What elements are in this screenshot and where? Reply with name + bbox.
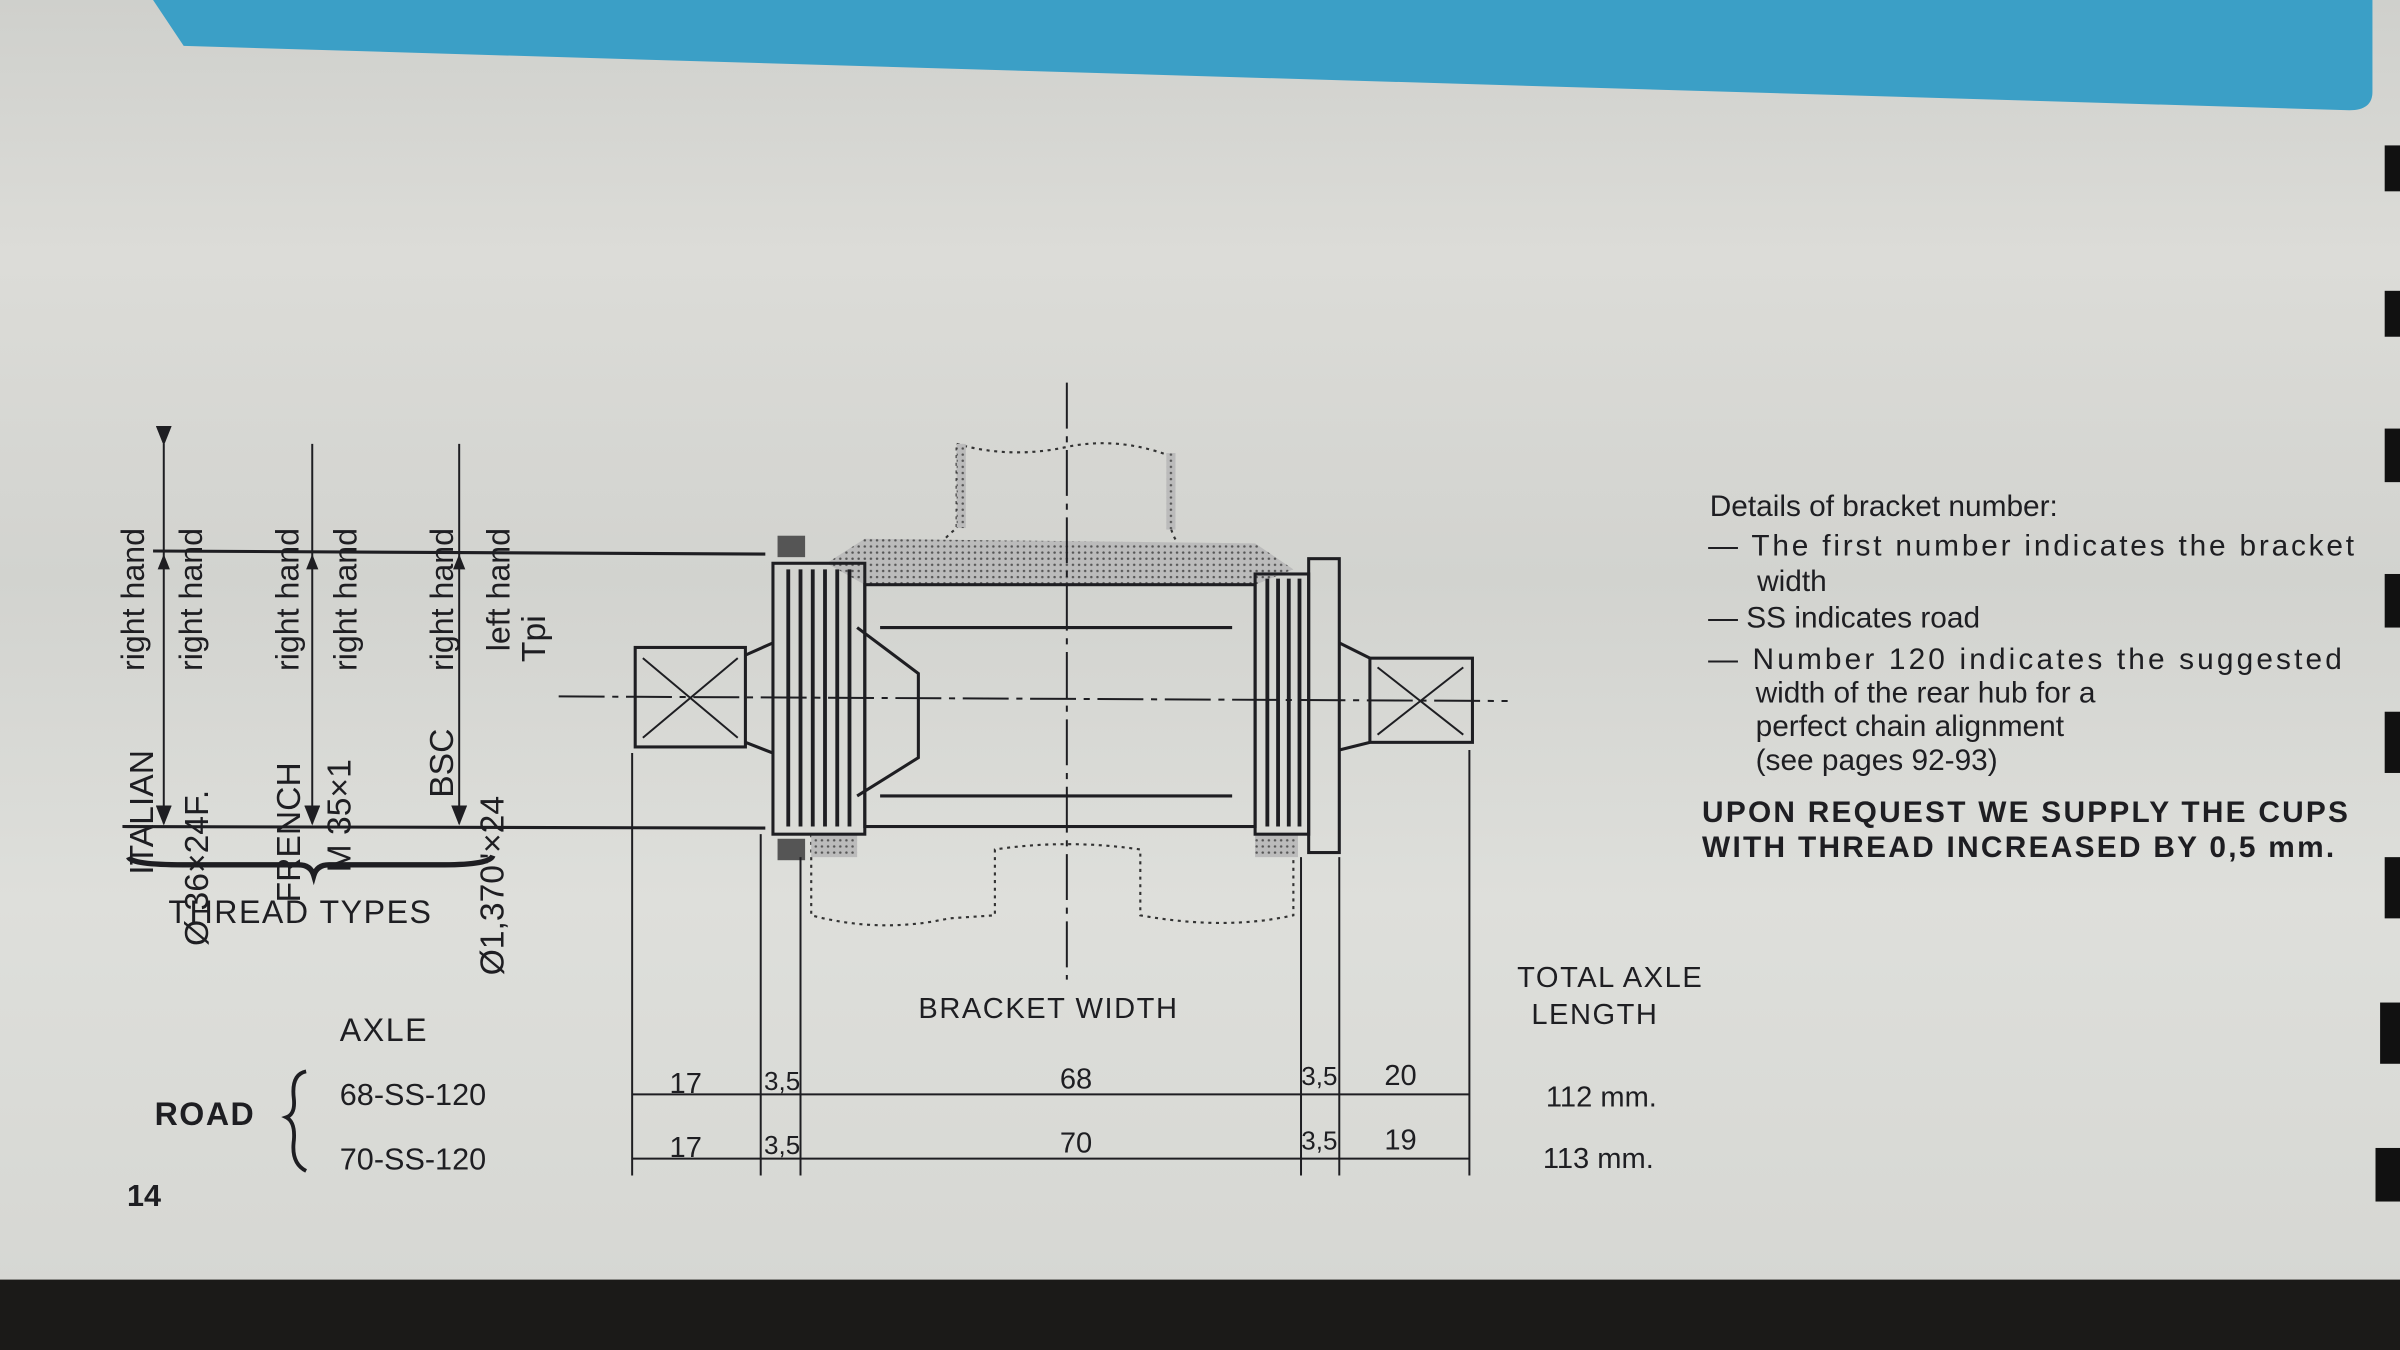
dim-total: 113 mm. <box>1543 1143 1654 1175</box>
dim-width: 68 <box>1060 1063 1092 1095</box>
total-axle-label: LENGTH <box>1531 999 1658 1031</box>
italian-spec: Ø 36×24F. <box>179 790 216 946</box>
dimension-row: 17 3,5 70 3,5 19 113 mm. <box>670 1124 1654 1174</box>
notice-line: UPON REQUEST WE SUPPLY THE CUPS <box>1702 796 2348 829</box>
total-axle-label: TOTAL AXLE <box>1517 962 1703 994</box>
dim-cup-right: 3,5 <box>1301 1061 1337 1091</box>
paper <box>0 0 2400 1286</box>
hand-label: right hand <box>328 528 364 671</box>
axle-model: 70-SS-120 <box>340 1142 486 1176</box>
bracket-width-label: BRACKET WIDTH <box>918 993 1178 1025</box>
dim-cup-left: 3,5 <box>764 1130 800 1160</box>
brace <box>281 1069 308 1173</box>
dim-cup-left: 3,5 <box>764 1066 800 1096</box>
bsc-spec: Ø1,370"×24 <box>475 796 512 975</box>
dim-right: 19 <box>1384 1124 1416 1156</box>
header-band <box>153 0 2373 111</box>
french-spec: M 35×1 <box>322 759 359 872</box>
note-line: width of the rear hub for a <box>1755 677 2096 710</box>
table-edge <box>0 1279 2400 1350</box>
dimension-table: BRACKET WIDTH TOTAL AXLE LENGTH 17 3,5 6… <box>631 750 1703 1176</box>
french-label: FRENCH <box>271 762 308 902</box>
dim-cup-right: 3,5 <box>1301 1125 1337 1155</box>
spiral-binding <box>2375 145 2400 1202</box>
dimension-row: 17 3,5 68 3,5 20 112 mm. <box>670 1060 1657 1113</box>
brace <box>126 854 496 886</box>
hand-label: right hand <box>269 528 305 671</box>
dim-left: 17 <box>670 1132 702 1164</box>
hand-label: right hand <box>424 528 460 671</box>
notice-line: WITH THREAD INCREASED BY 0,5 mm. <box>1702 831 2334 864</box>
note-line: perfect chain alignment <box>1756 710 2065 743</box>
hand-label: right hand <box>115 528 151 671</box>
thread-types-diagram: right hand right hand right hand right h… <box>115 425 766 975</box>
dim-right: 20 <box>1384 1060 1416 1092</box>
note-line: width <box>1756 565 1827 598</box>
dim-left: 17 <box>670 1068 702 1100</box>
hand-label: right hand <box>173 528 209 671</box>
dim-total: 112 mm. <box>1546 1082 1657 1114</box>
italian-label: ITALIAN <box>124 750 161 875</box>
thread-types-caption: THREAD TYPES <box>168 894 432 930</box>
notes-title: Details of bracket number: <box>1710 490 2058 523</box>
note-line: — Number 120 indicates the suggested <box>1708 643 2342 676</box>
page-number: 14 <box>127 1179 161 1213</box>
note-line: (see pages 92-93) <box>1756 744 1998 777</box>
dim-width: 70 <box>1060 1128 1092 1160</box>
bottom-bracket-drawing <box>558 382 1508 980</box>
axle-list: AXLE ROAD 68-SS-120 70-SS-120 14 <box>127 1012 486 1213</box>
bsc-unit: Tpi <box>516 615 553 662</box>
note-line: — SS indicates road <box>1708 602 1980 635</box>
hand-label: left hand <box>481 528 517 651</box>
axle-header: AXLE <box>340 1012 428 1048</box>
road-label: ROAD <box>155 1096 256 1132</box>
axle-model: 68-SS-120 <box>340 1078 486 1112</box>
bsc-label: BSC <box>424 729 461 798</box>
